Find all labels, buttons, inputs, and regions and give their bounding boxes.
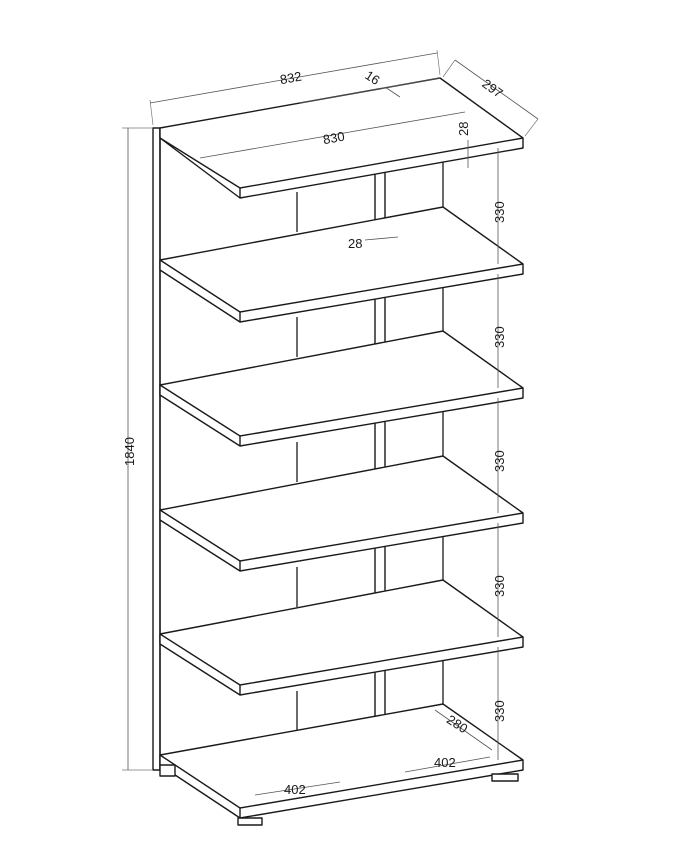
back-partitions	[296, 162, 444, 732]
dim-top-thickness: 16	[362, 67, 382, 87]
dim-overall-height: 1840	[122, 437, 137, 466]
dim-compartment-width-right: 402	[434, 755, 456, 770]
dim-shelf-width: 830	[322, 129, 346, 148]
dim-shelf-spacing: 330	[492, 450, 507, 472]
dim-divider-thickness: 28	[348, 236, 362, 251]
shelf	[159, 206, 524, 323]
dim-shelf-spacing: 330	[492, 201, 507, 223]
shelf	[159, 330, 524, 447]
shelf	[159, 455, 524, 572]
dimension-lines	[122, 49, 539, 796]
dim-overall-width: 832	[279, 69, 303, 88]
shelf	[159, 579, 524, 696]
dim-overall-depth: 297	[479, 76, 505, 101]
feet	[159, 764, 519, 826]
dim-shelf-thickness: 28	[456, 122, 471, 136]
dim-shelf-spacing: 330	[492, 700, 507, 722]
dim-shelf-spacing: 330	[492, 326, 507, 348]
dim-compartment-width-left: 402	[284, 782, 306, 797]
dim-shelf-spacing: 330	[492, 575, 507, 597]
side-panel	[152, 127, 161, 771]
